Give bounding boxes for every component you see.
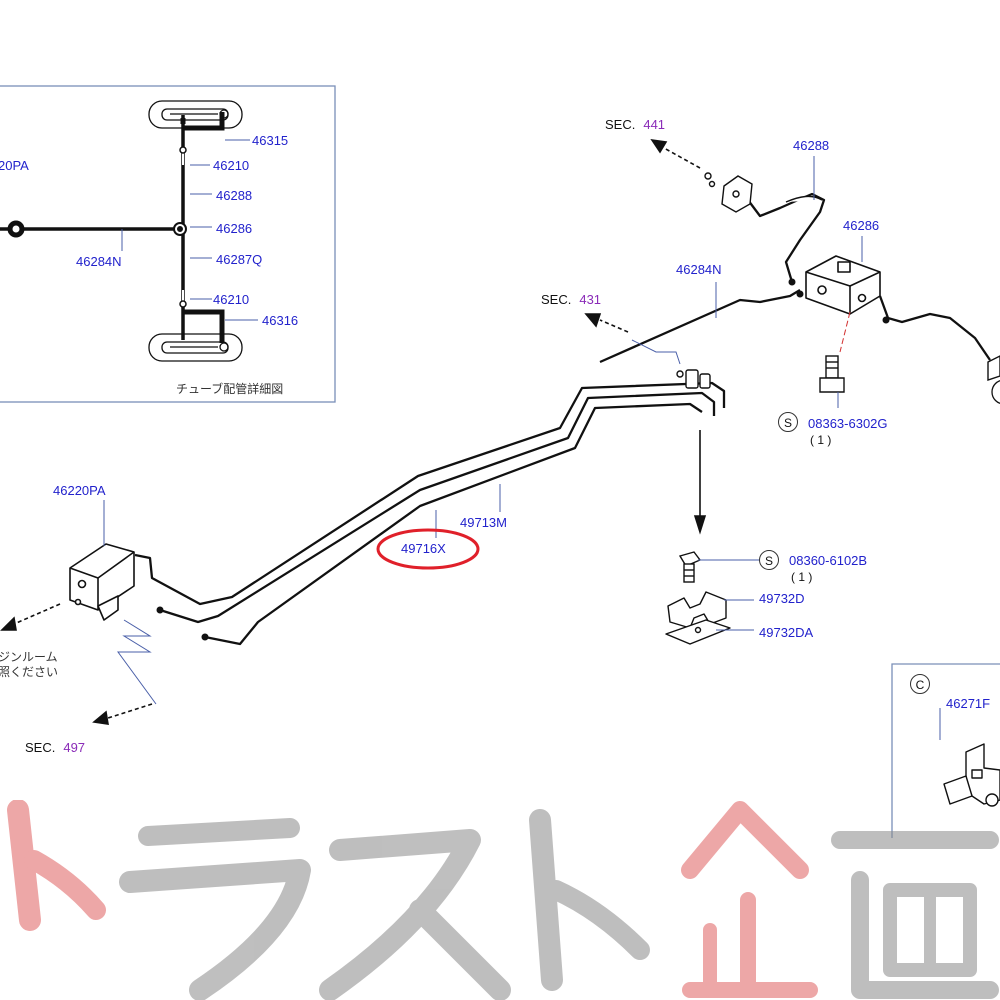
inset-caliper-bottom	[148, 333, 243, 362]
inset-label-46288: 46288	[216, 188, 253, 203]
inset-label-46286: 46286	[216, 221, 253, 236]
inset-label-46220pa: 20PA	[0, 158, 29, 173]
inset-label-46287q: 46287Q	[216, 252, 263, 267]
leader-lines	[103, 156, 941, 740]
bolt-axis-line	[839, 311, 851, 353]
subview-c-marker: C	[910, 674, 930, 694]
partial-ref-circle	[991, 379, 1000, 405]
part-label-46284n[interactable]: 46284N	[676, 262, 722, 277]
engine-room-note-line1: ジンルーム	[0, 650, 58, 664]
tube-union-fittings	[676, 369, 711, 389]
part-label-46288[interactable]: 46288	[793, 138, 830, 153]
engine-room-note-line2: 照ください	[0, 665, 59, 679]
inset-pipework	[0, 112, 225, 343]
engine-room-note: ジンルーム 照ください	[0, 650, 58, 680]
tube-end-fittings	[156, 278, 890, 641]
sec-431-prefix: SEC.	[541, 292, 572, 307]
subview-frame-c	[891, 663, 1000, 838]
sec-431-reference[interactable]: SEC. 431	[541, 293, 601, 306]
clip-49732d	[665, 591, 731, 645]
sec-497-prefix: SEC.	[25, 740, 56, 755]
clip-46271f	[943, 743, 1000, 807]
part-label-49732d[interactable]: 49732D	[759, 591, 805, 606]
inset-label-46210-bottom: 46210	[213, 292, 250, 307]
sec-arrows	[0, 138, 701, 725]
bolt-1-quantity: ( 1 )	[810, 433, 832, 447]
detail-inset-frame	[0, 85, 336, 403]
hose-bracket-46288	[704, 172, 823, 213]
bolt-1-part-number[interactable]: 08363-6302G	[808, 416, 888, 431]
bolt-1-symbol: S	[778, 412, 798, 432]
sec-431-number: 431	[579, 292, 602, 307]
part-label-46271f[interactable]: 46271F	[946, 696, 991, 711]
inset-leaders	[121, 139, 258, 321]
inset-label-46315: 46315	[252, 133, 289, 148]
right-edge-part	[987, 355, 1000, 381]
part-label-46286[interactable]: 46286	[843, 218, 880, 233]
inset-label-46210-top: 46210	[213, 158, 250, 173]
inset-label-46316: 46316	[262, 313, 299, 328]
main-brake-tubes	[134, 189, 991, 646]
sec-441-reference[interactable]: SEC. 441	[605, 118, 665, 131]
sec-441-number: 441	[643, 117, 666, 132]
block-46220pa	[69, 543, 135, 621]
part-label-49732da[interactable]: 49732DA	[759, 625, 814, 640]
block-46286	[805, 255, 881, 315]
part-label-49713m[interactable]: 49713M	[460, 515, 507, 530]
inset-title: チューブ配管詳細図	[176, 382, 284, 396]
sec-497-reference[interactable]: SEC. 497	[25, 741, 85, 754]
watermark-graphic	[7, 800, 999, 1000]
part-label-49716x[interactable]: 49716X	[401, 541, 446, 556]
part-label-46220pa[interactable]: 46220PA	[53, 483, 106, 498]
arrow-to-clip	[693, 430, 707, 535]
bolt-08363-6302g	[819, 355, 845, 393]
inset-junctions	[7, 146, 187, 308]
sec-441-prefix: SEC.	[605, 117, 636, 132]
inset-label-46284n: 46284N	[76, 254, 122, 269]
bolt-08360-6102b	[678, 551, 702, 583]
sec-497-number: 497	[63, 740, 86, 755]
bolt-2-part-number[interactable]: 08360-6102B	[789, 553, 868, 568]
bolt-2-symbol: S	[759, 550, 779, 570]
bolt-2-quantity: ( 1 )	[791, 570, 813, 584]
highlight-ring-49716x	[376, 528, 480, 570]
inset-caliper-top	[148, 100, 243, 129]
